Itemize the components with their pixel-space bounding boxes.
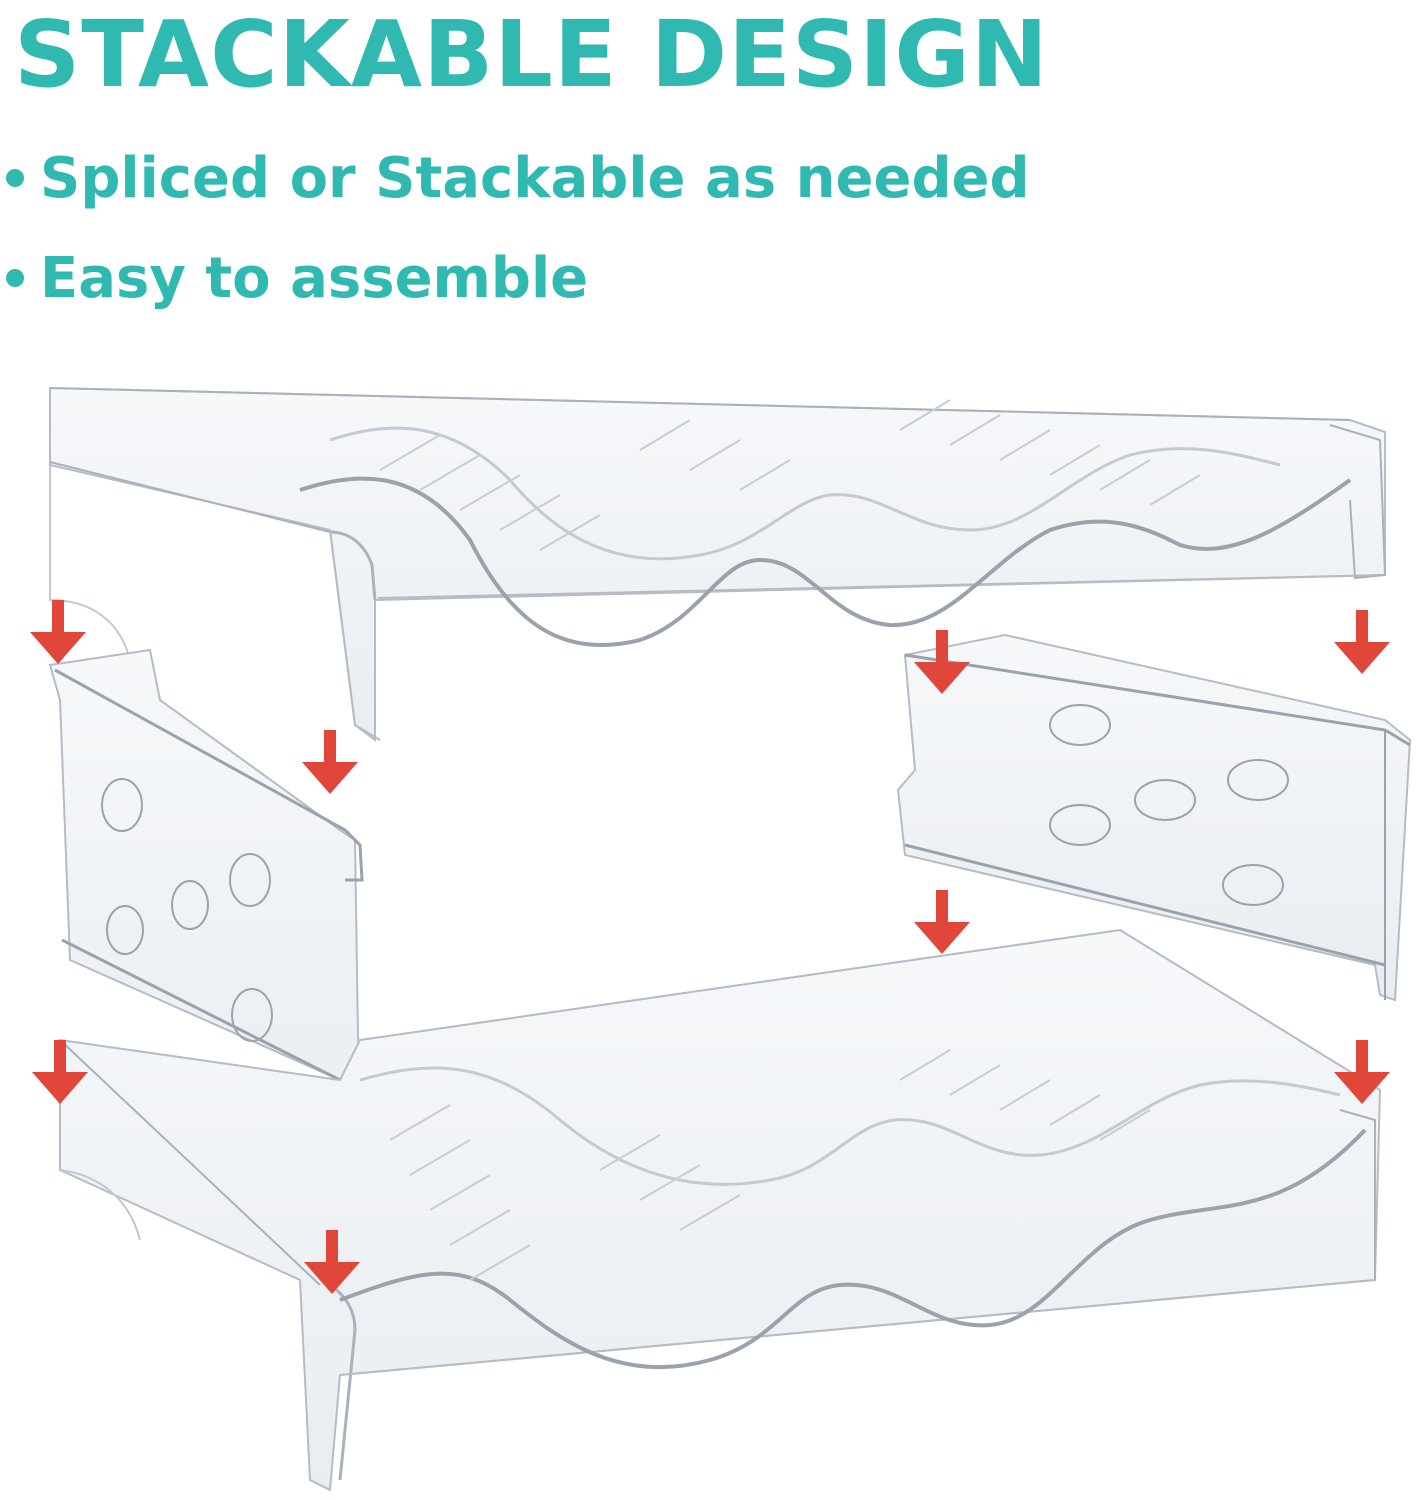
bullet-icon [6, 269, 24, 287]
feature-item: Spliced or Stackable as needed [6, 128, 1030, 228]
down-arrow-icon [1334, 610, 1390, 674]
down-arrow-icon [914, 890, 970, 954]
stackable-rack-illustration [30, 386, 1412, 1492]
headline: STACKABLE DESIGN [14, 1, 1049, 108]
down-arrow-icon [302, 730, 358, 794]
feature-list: Spliced or Stackable as needed Easy to a… [6, 128, 1030, 328]
bullet-icon [6, 169, 24, 187]
feature-text: Easy to assemble [40, 245, 589, 311]
top-shelf [49, 386, 1387, 742]
feature-text: Spliced or Stackable as needed [40, 145, 1030, 211]
right-side-panel [896, 633, 1412, 1002]
down-arrow-icon [30, 600, 86, 664]
feature-item: Easy to assemble [6, 228, 1030, 328]
